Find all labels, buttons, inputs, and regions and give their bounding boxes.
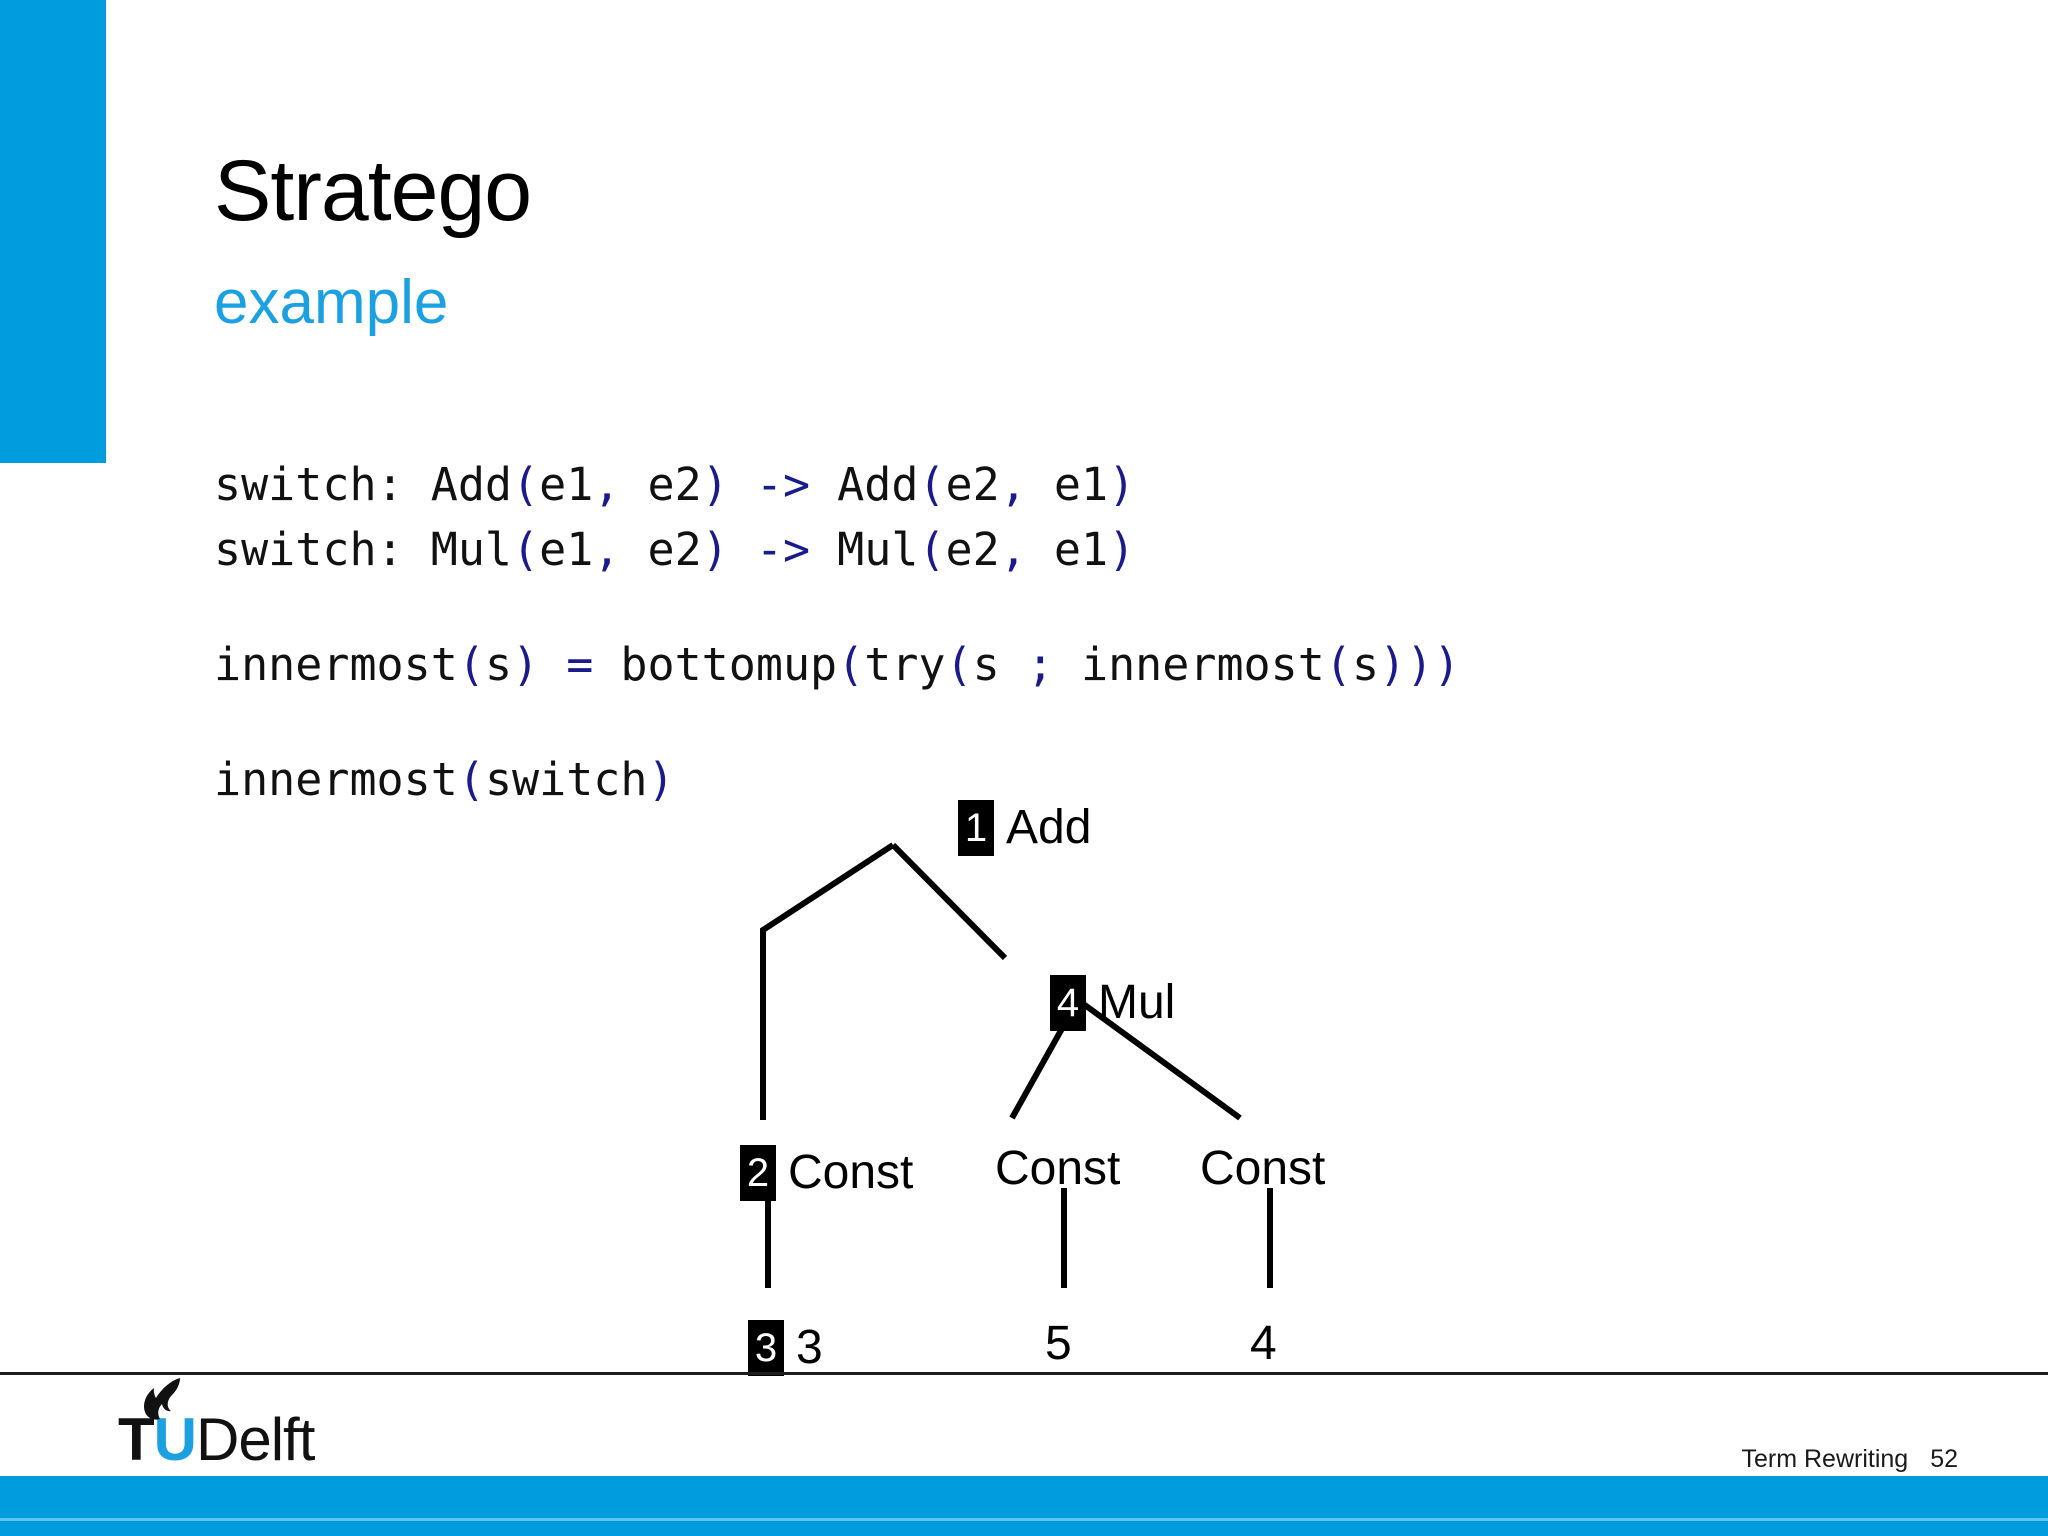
tree-edge-add-const1 bbox=[760, 842, 895, 1120]
tree-edge-add-mul bbox=[890, 842, 1008, 961]
tree-edges bbox=[760, 842, 1273, 1288]
code-ident: e1 bbox=[539, 458, 594, 511]
code-punct: ( bbox=[918, 458, 946, 511]
code-punct: ) bbox=[701, 458, 729, 511]
code-punct: ) bbox=[647, 753, 675, 806]
leaf-value: 5 bbox=[1045, 1317, 1072, 1370]
code-line: switch: Mul(e1, e2) -> Mul(e2, e1) bbox=[214, 517, 1460, 582]
page-title: Stratego bbox=[214, 143, 532, 239]
code-ident: Add bbox=[810, 458, 919, 511]
tree-node-const3: Const bbox=[1200, 1145, 1325, 1193]
footer-course-name: Term Rewriting bbox=[1741, 1445, 1909, 1473]
code-ident: s bbox=[484, 638, 513, 691]
code-punct: ( bbox=[1324, 638, 1352, 691]
code-punct: ))) bbox=[1379, 638, 1461, 691]
node-label: Mul bbox=[1098, 976, 1176, 1029]
code-punct: = bbox=[566, 638, 594, 691]
code-punct: , bbox=[999, 458, 1054, 511]
code-block: switch: Add(e1, e2) -> Add(e2, e1)switch… bbox=[214, 452, 1460, 812]
code-punct: -> bbox=[755, 523, 811, 576]
code-punct: , bbox=[593, 458, 648, 511]
code-ident bbox=[729, 523, 756, 576]
code-ident: s bbox=[972, 638, 1000, 691]
code-punct: ) bbox=[701, 523, 729, 576]
code-ident: switch: Mul bbox=[214, 523, 513, 576]
node-label: Const bbox=[995, 1142, 1121, 1195]
tree-leaf-leaf2: 5 bbox=[1045, 1320, 1072, 1368]
tree-node-const2: Const bbox=[995, 1145, 1120, 1193]
code-ident bbox=[539, 638, 566, 691]
logo-letter-t: T bbox=[118, 1406, 155, 1473]
code-punct: , bbox=[593, 523, 648, 576]
node-label: Const bbox=[1200, 1142, 1326, 1195]
footer-divider bbox=[0, 1372, 2048, 1375]
code-punct: ) bbox=[1108, 458, 1136, 511]
step-badge: 1 bbox=[958, 800, 994, 856]
code-ident: e2 bbox=[647, 523, 702, 576]
tu-delft-logo: T U Delft bbox=[118, 1378, 315, 1473]
code-punct: ; bbox=[999, 638, 1081, 691]
code-ident: Mul bbox=[810, 523, 919, 576]
code-blank-line bbox=[214, 582, 1460, 632]
code-punct: ( bbox=[457, 638, 485, 691]
bottom-accent-highlight bbox=[0, 1518, 2048, 1521]
footer-meta: Term Rewriting 52 bbox=[1741, 1445, 1958, 1474]
code-ident: bottomup bbox=[593, 638, 838, 691]
code-ident: e1 bbox=[539, 523, 594, 576]
code-blank-line bbox=[214, 697, 1460, 747]
accent-bar bbox=[0, 0, 106, 463]
code-ident: innermost bbox=[214, 753, 458, 806]
page-subtitle: example bbox=[214, 268, 449, 337]
code-punct: ( bbox=[512, 458, 540, 511]
code-ident: innermost bbox=[214, 638, 458, 691]
leaf-value: 3 bbox=[796, 1321, 823, 1374]
footer-page-number: 52 bbox=[1930, 1445, 1958, 1473]
node-label: Const bbox=[788, 1146, 914, 1199]
flame-icon bbox=[144, 1378, 180, 1420]
code-punct: ) bbox=[1108, 523, 1136, 576]
logo-word-delft: Delft bbox=[196, 1406, 315, 1473]
code-punct: -> bbox=[755, 458, 811, 511]
code-punct: ( bbox=[837, 638, 865, 691]
code-ident: try bbox=[864, 638, 946, 691]
code-ident: s bbox=[1351, 638, 1380, 691]
code-ident: switch bbox=[484, 753, 648, 806]
code-ident: e1 bbox=[1053, 523, 1109, 576]
code-punct: ( bbox=[512, 523, 540, 576]
code-punct: ( bbox=[457, 753, 485, 806]
code-punct: , bbox=[999, 523, 1054, 576]
logo-letter-u: U bbox=[153, 1406, 197, 1473]
step-badge: 2 bbox=[740, 1145, 776, 1201]
code-ident: e2 bbox=[945, 523, 1000, 576]
step-badge: 3 bbox=[748, 1320, 784, 1376]
tree-leaf-leaf3: 4 bbox=[1250, 1320, 1277, 1368]
code-punct: ( bbox=[945, 638, 973, 691]
code-line: switch: Add(e1, e2) -> Add(e2, e1) bbox=[214, 452, 1460, 517]
bottom-accent-bar bbox=[0, 1476, 2048, 1536]
code-line: innermost(s) = bottomup(try(s ; innermos… bbox=[214, 632, 1460, 697]
code-punct: ) bbox=[512, 638, 540, 691]
code-ident: e2 bbox=[647, 458, 702, 511]
code-ident: switch: Add bbox=[214, 458, 513, 511]
code-ident bbox=[729, 458, 756, 511]
code-ident: e1 bbox=[1053, 458, 1109, 511]
code-punct: ( bbox=[918, 523, 946, 576]
code-ident: innermost bbox=[1081, 638, 1325, 691]
code-ident: e2 bbox=[945, 458, 1000, 511]
node-label: Add bbox=[1006, 801, 1092, 854]
leaf-value: 4 bbox=[1250, 1317, 1277, 1370]
step-badge: 4 bbox=[1050, 975, 1086, 1031]
code-line: innermost(switch) bbox=[214, 747, 1460, 812]
